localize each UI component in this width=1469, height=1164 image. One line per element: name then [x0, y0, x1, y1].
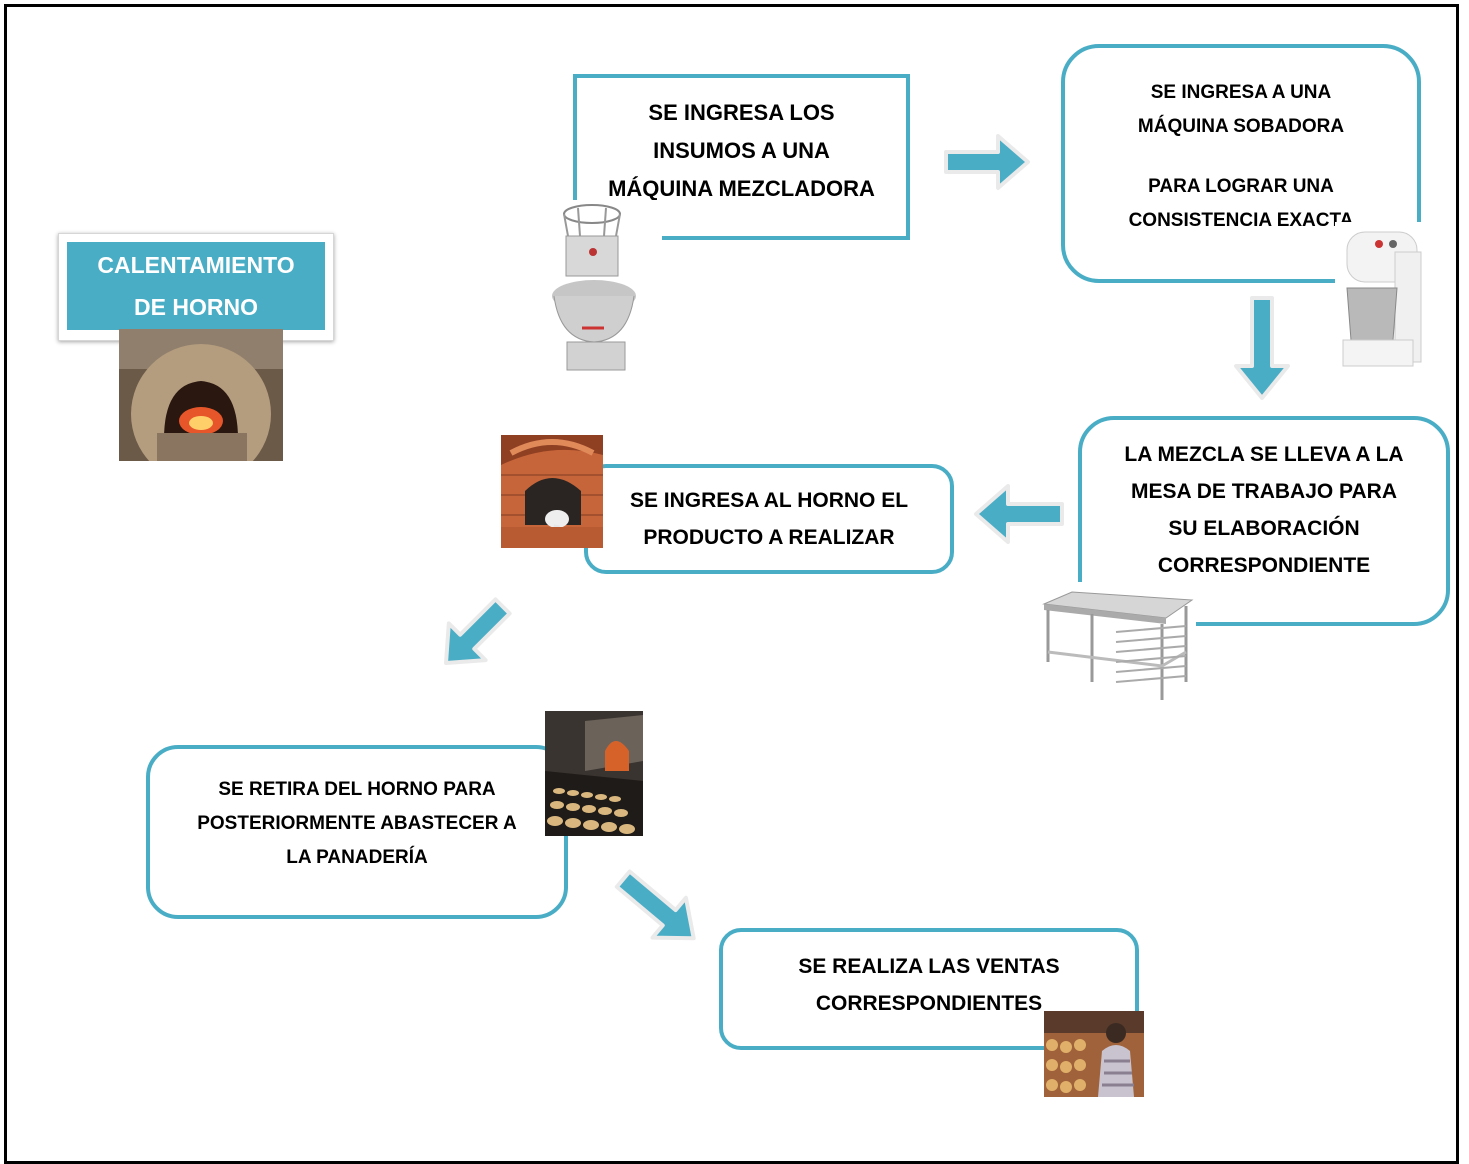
step-6-line-1: SE REALIZA LAS VENTAS — [798, 955, 1060, 978]
step-4-line-2: PRODUCTO A REALIZAR — [643, 526, 895, 549]
step-3-line-3: SU ELABORACIÓN — [1168, 517, 1360, 540]
arrow-left-icon — [974, 484, 1064, 544]
title-line-1: CALENTAMIENTO — [97, 252, 295, 278]
arrow-down-right-icon — [614, 869, 696, 941]
step-1-line-3: MÁQUINA MEZCLADORA — [608, 176, 875, 201]
title-line-2: DE HORNO — [134, 294, 258, 320]
clay-oven-photo-icon — [119, 329, 283, 461]
kneading-machine-photo-icon — [1335, 222, 1430, 372]
title-card: CALENTAMIENTO DE HORNO — [58, 233, 334, 341]
step-3-line-4: CORRESPONDIENTE — [1157, 554, 1371, 577]
arrow-right-icon — [944, 134, 1030, 190]
title-banner: CALENTAMIENTO DE HORNO — [67, 242, 325, 330]
bakery-sales-photo-icon — [1044, 1011, 1144, 1097]
step-6-line-2: CORRESPONDIENTES — [815, 992, 1043, 1015]
step-2-line-1: SE INGRESA A UNA — [1150, 81, 1332, 103]
step-sales-box: SE REALIZA LAS VENTAS CORRESPONDIENTES — [719, 928, 1139, 1050]
brick-oven-photo-icon — [501, 435, 603, 548]
arrow-down-icon — [1234, 296, 1290, 400]
step-2-line-4: CONSISTENCIA EXACTA — [1128, 209, 1354, 231]
bread-trays-photo-icon — [545, 711, 643, 836]
step-5-line-2: POSTERIORMENTE ABASTECER A — [197, 813, 517, 834]
step-mixer-box: SE INGRESA LOS INSUMOS A UNA MÁQUINA MEZ… — [573, 74, 910, 240]
arrow-down-left-icon — [444, 597, 512, 665]
step-1-line-1: SE INGRESA LOS — [648, 100, 835, 125]
step-1-line-2: INSUMOS A UNA — [653, 138, 830, 163]
step-2-line-3: PARA LOGRAR UNA — [1148, 175, 1334, 197]
step-5-line-3: LA PANADERÍA — [286, 847, 428, 868]
steel-table-photo-icon — [1036, 582, 1196, 704]
step-oven-in-box: SE INGRESA AL HORNO EL PRODUCTO A REALIZ… — [584, 464, 954, 574]
step-5-line-1: SE RETIRA DEL HORNO PARA — [218, 779, 496, 800]
mixer-machine-photo-icon — [512, 200, 662, 375]
step-oven-out-box: SE RETIRA DEL HORNO PARA POSTERIORMENTE … — [146, 745, 568, 919]
step-3-line-1: LA MEZCLA SE LLEVA A LA — [1124, 443, 1404, 466]
step-4-line-1: SE INGRESA AL HORNO EL — [629, 489, 909, 512]
step-3-line-2: MESA DE TRABAJO PARA — [1130, 480, 1398, 503]
step-2-line-2: MÁQUINA SOBADORA — [1137, 115, 1345, 137]
